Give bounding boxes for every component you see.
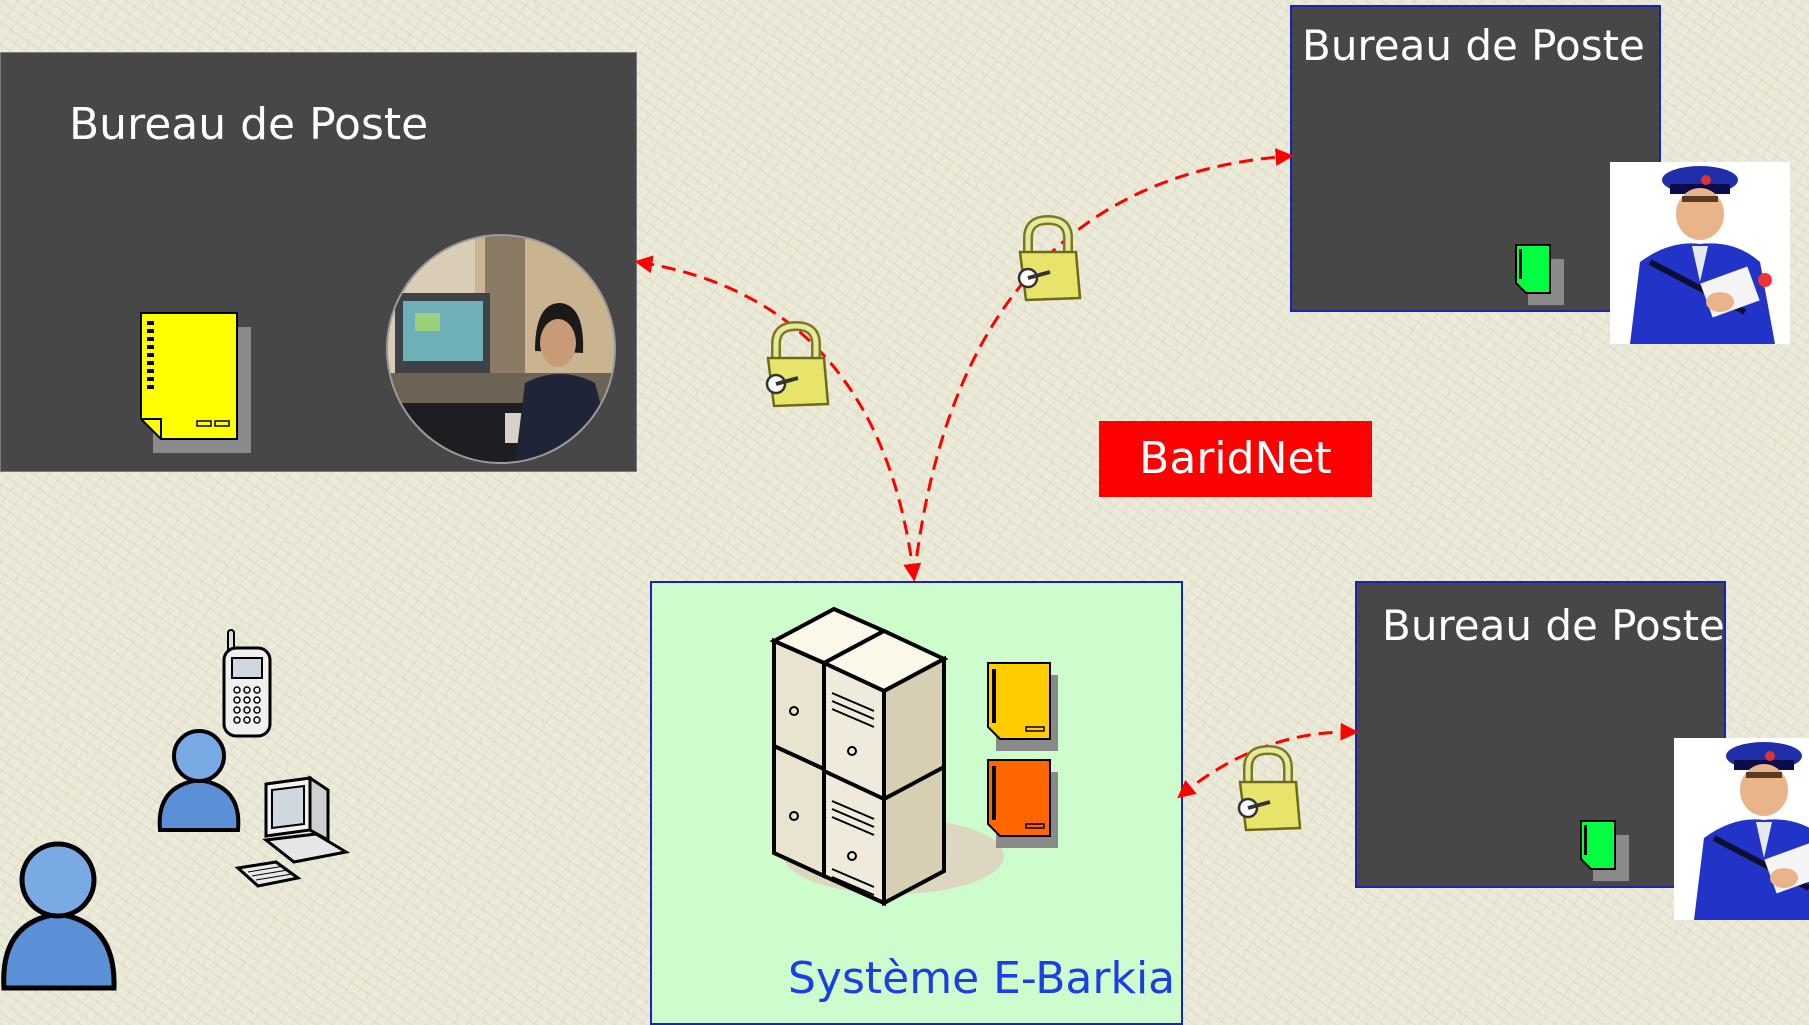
post-office-left: Bureau de Poste — [0, 52, 637, 472]
green-document-icon — [1580, 820, 1629, 881]
link-top-right-office — [912, 148, 1294, 579]
operator-at-computer-photo — [386, 234, 616, 464]
padlock-icon — [1017, 214, 1082, 302]
e-barkia-system: Système E-Barkia — [650, 581, 1183, 1025]
desktop-computer-icon — [234, 775, 351, 888]
mobile-phone-icon — [222, 629, 272, 738]
system-label: Système E-Barkia — [788, 953, 1176, 1004]
padlock-icon — [1237, 744, 1302, 832]
orange-document-icon — [987, 759, 1058, 848]
link-left-office — [634, 255, 922, 582]
yellow-document-icon — [140, 312, 251, 453]
server-cluster-icon — [769, 606, 1004, 907]
office-title: Bureau de Poste — [69, 99, 429, 150]
baridnet-label: BaridNet — [1099, 421, 1372, 497]
postman-photo — [1610, 162, 1790, 344]
user-icon — [1, 841, 117, 991]
post-office-bottom-right: Bureau de Poste — [1355, 581, 1726, 888]
office-title: Bureau de Poste — [1382, 601, 1725, 650]
green-document-icon — [1515, 244, 1564, 305]
yellow-document-icon — [987, 662, 1058, 751]
office-title: Bureau de Poste — [1302, 21, 1645, 70]
user-icon — [157, 729, 241, 832]
padlock-icon — [765, 320, 830, 408]
post-office-top-right: Bureau de Poste — [1290, 5, 1661, 312]
